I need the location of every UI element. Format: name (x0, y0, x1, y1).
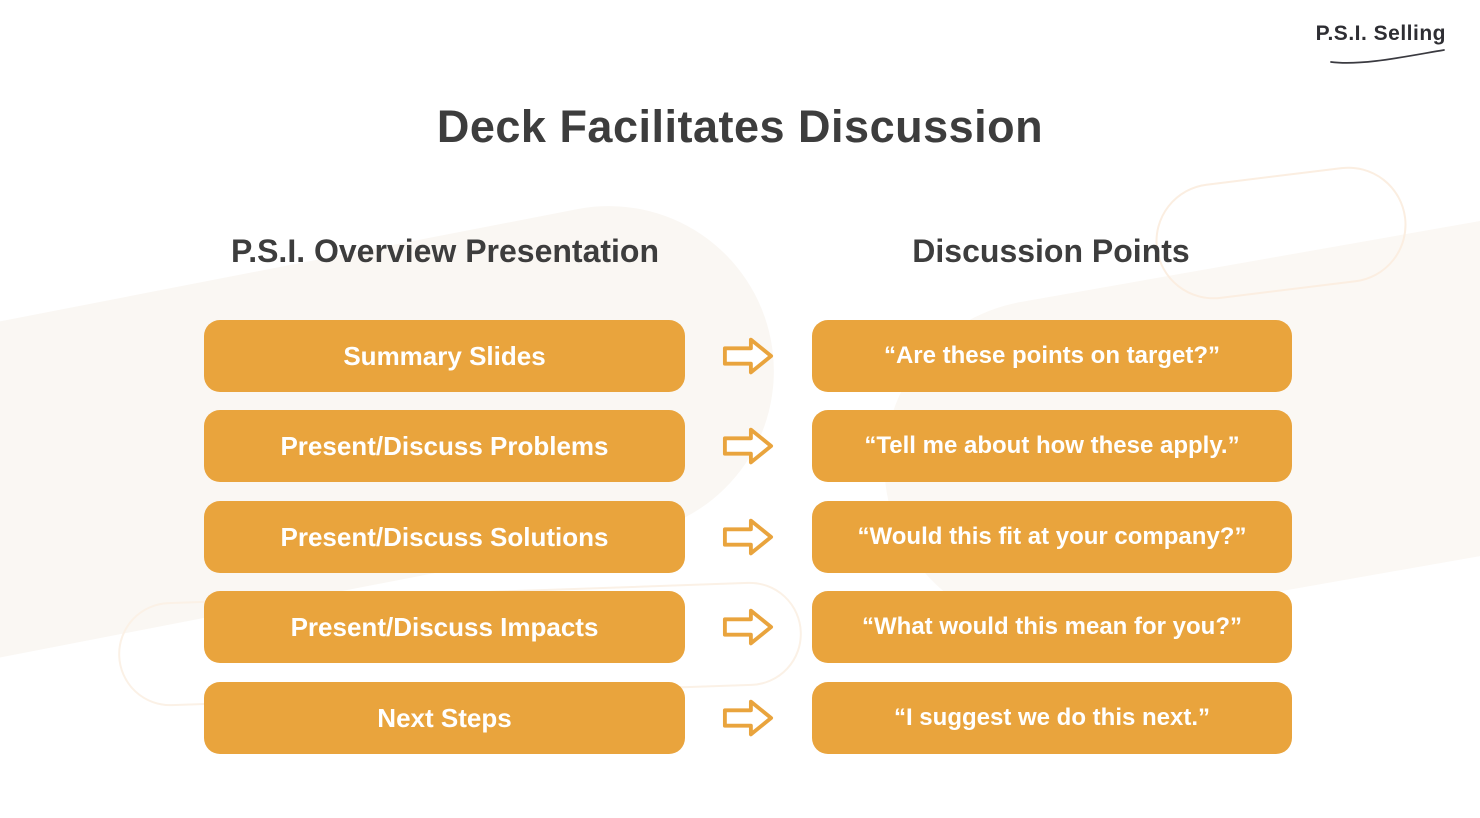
presentation-step-box: Present/Discuss Solutions (204, 501, 685, 573)
logo-swoosh-icon (1330, 49, 1445, 64)
presentation-step-box: Next Steps (204, 682, 685, 754)
logo-text: P.S.I. Selling (1315, 22, 1446, 45)
discussion-point-box: “Would this fit at your company?” (812, 501, 1292, 573)
discussion-point-box: “Tell me about how these apply.” (812, 410, 1292, 482)
right-column-header: Discussion Points (912, 233, 1190, 269)
arrow-right-icon (722, 427, 774, 465)
diagram-row: Present/Discuss Impacts “What would this… (0, 591, 1480, 663)
discussion-point-box: “I suggest we do this next.” (812, 682, 1292, 754)
arrow-right-icon (722, 518, 774, 556)
diagram-row: Next Steps “I suggest we do this next.” (0, 682, 1480, 754)
slide-title: Deck Facilitates Discussion (436, 101, 1044, 152)
presentation-step-box: Summary Slides (204, 320, 685, 392)
diagram-row: Summary Slides “Are these points on targ… (0, 320, 1480, 392)
arrow-right-icon (722, 337, 774, 375)
left-column-header: P.S.I. Overview Presentation (230, 233, 660, 269)
presentation-step-box: Present/Discuss Problems (204, 410, 685, 482)
discussion-point-box: “What would this mean for you?” (812, 591, 1292, 663)
arrow-right-icon (722, 608, 774, 646)
discussion-point-box: “Are these points on target?” (812, 320, 1292, 392)
diagram-row: Present/Discuss Solutions “Would this fi… (0, 501, 1480, 573)
psi-selling-logo: P.S.I. Selling (1316, 22, 1446, 66)
diagram-row: Present/Discuss Problems “Tell me about … (0, 410, 1480, 482)
presentation-step-box: Present/Discuss Impacts (204, 591, 685, 663)
arrow-right-icon (722, 699, 774, 737)
